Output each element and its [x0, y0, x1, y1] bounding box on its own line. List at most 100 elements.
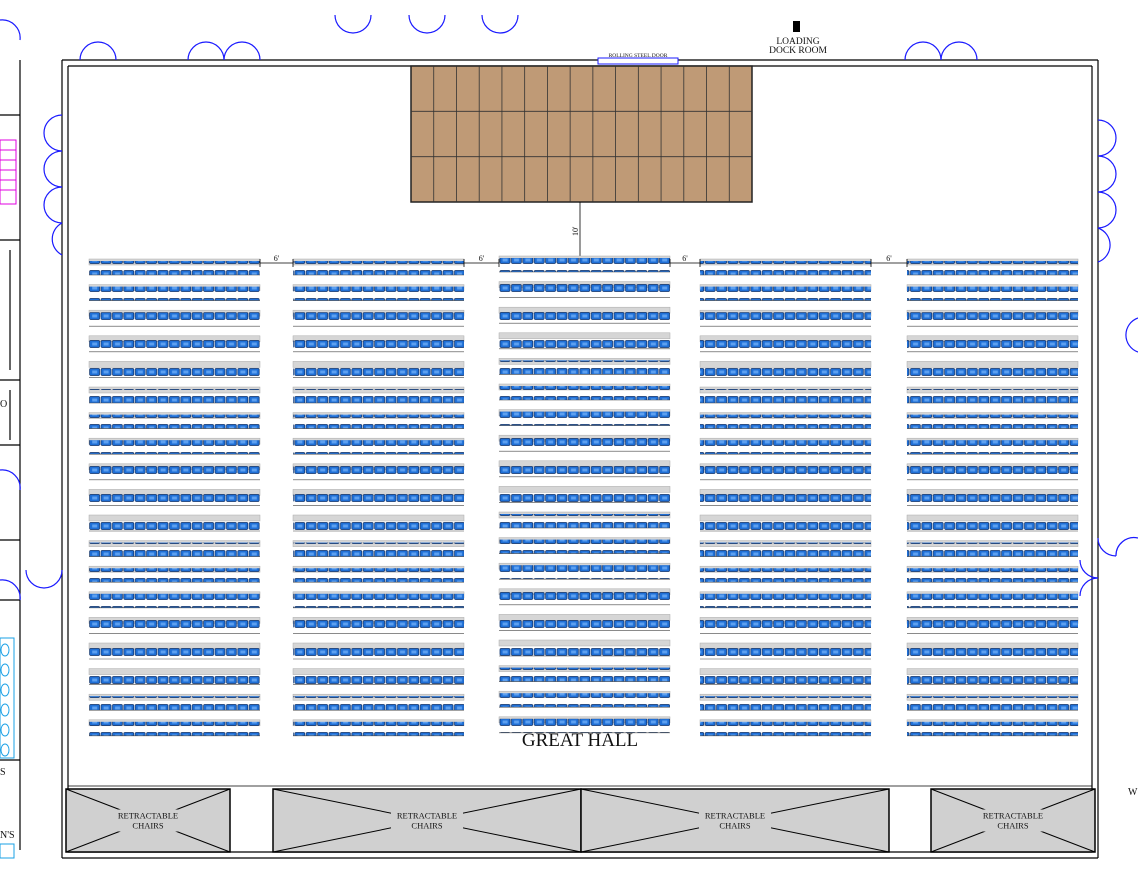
stage-platform — [410, 65, 753, 203]
chair-row — [292, 335, 465, 353]
chair-row — [88, 668, 261, 685]
chair-row — [292, 668, 465, 685]
aisle-dimension-4: 6' — [870, 254, 908, 267]
chair-row — [906, 514, 1079, 532]
aisle-dimension-3: 6' — [669, 254, 701, 267]
chair-row — [292, 437, 465, 455]
chair-row — [88, 258, 261, 276]
chair-row — [88, 719, 261, 737]
chair-row — [699, 540, 872, 557]
edge-label-o: O — [0, 399, 7, 410]
chair-row — [906, 617, 1079, 634]
chair-row — [906, 412, 1079, 429]
chair-row — [906, 489, 1079, 506]
chair-row — [498, 486, 671, 503]
chair-row — [906, 668, 1079, 685]
rolling-door-label: ROLLING STEEL DOOR — [609, 53, 668, 59]
loading-dock: LOADING DOCK ROOM — [769, 21, 827, 56]
chair-row — [498, 588, 671, 606]
chair-row — [498, 562, 671, 580]
aisle-dimension-2: 6' — [463, 254, 500, 267]
aisle-width-label: 6' — [479, 254, 485, 263]
chair-row — [498, 332, 671, 350]
chair-row — [88, 591, 261, 609]
chair-row — [292, 642, 465, 660]
chair-row — [498, 358, 671, 375]
chair-row — [498, 690, 671, 708]
retractable-label-2: CHAIRS — [132, 821, 163, 831]
chair-row — [906, 437, 1079, 455]
chair-row — [88, 693, 261, 711]
chair-row — [699, 437, 872, 455]
chair-row — [699, 361, 872, 378]
chair-row — [498, 537, 671, 554]
chair-row — [699, 335, 872, 353]
chair-row — [906, 463, 1079, 481]
retractable-label-1: RETRACTABLE — [705, 811, 765, 821]
chair-row — [88, 540, 261, 557]
aisle-width-label: 6' — [274, 254, 280, 263]
loading-dock-label-1: LOADING — [776, 37, 819, 47]
aisle-dimension-1: 6' — [259, 254, 294, 267]
chair-row — [906, 642, 1079, 660]
chair-row — [699, 258, 872, 276]
chair-row — [292, 591, 465, 609]
hall-walls — [0, 59, 1099, 859]
seating-block-3 — [498, 255, 671, 734]
chair-row — [498, 306, 671, 324]
chair-row — [498, 639, 671, 657]
chair-row — [88, 565, 261, 583]
chair-row — [88, 386, 261, 404]
edge-label-s: S — [0, 767, 6, 778]
chair-row — [699, 463, 872, 481]
stair-symbol — [0, 139, 17, 205]
aisle-width-label: 6' — [682, 254, 688, 263]
stage — [410, 65, 753, 203]
chair-row — [292, 693, 465, 711]
chair-row — [906, 565, 1079, 583]
chair-row — [88, 642, 261, 660]
chair-row — [88, 412, 261, 429]
retractable-label-1: RETRACTABLE — [118, 811, 178, 821]
chair-row — [88, 514, 261, 532]
retractable-label-1: RETRACTABLE — [983, 811, 1043, 821]
chair-row — [498, 281, 671, 298]
chair-row — [906, 591, 1079, 609]
stage-clearance-dimension: 10' — [571, 202, 581, 256]
chair-row — [906, 335, 1079, 353]
chair-row — [906, 258, 1079, 276]
chair-row — [498, 716, 671, 734]
chair-row — [699, 309, 872, 327]
door-swings — [0, 14, 1138, 601]
chair-row — [292, 565, 465, 583]
chair-row — [699, 489, 872, 506]
loading-dock-label-2: DOCK ROOM — [769, 46, 827, 56]
chair-row — [292, 412, 465, 429]
chair-row — [88, 489, 261, 506]
chair-row — [88, 361, 261, 378]
chair-row — [906, 719, 1079, 737]
great-hall-label: GREAT HALL — [522, 730, 638, 751]
aisle-dimensions: 6' 6' 6' 6' — [259, 254, 908, 267]
chair-row — [88, 335, 261, 353]
chair-row — [498, 460, 671, 478]
chair-row — [88, 437, 261, 455]
chair-row — [292, 514, 465, 532]
chair-row — [699, 284, 872, 301]
chair-row — [292, 489, 465, 506]
chair-row — [292, 540, 465, 557]
seating-block-2 — [292, 258, 465, 737]
chair-row — [292, 617, 465, 634]
chair-row — [498, 665, 671, 682]
retractable-chairs: RETRACTABLECHAIRSRETRACTABLECHAIRSRETRAC… — [65, 785, 1096, 853]
chair-row — [292, 309, 465, 327]
chair-row — [88, 309, 261, 327]
edge-label-ns: N'S — [0, 830, 15, 841]
seating-area — [88, 255, 1079, 737]
chair-row — [88, 284, 261, 301]
chair-row — [699, 412, 872, 429]
retractable-label-2: CHAIRS — [411, 821, 442, 831]
chair-row — [699, 386, 872, 404]
